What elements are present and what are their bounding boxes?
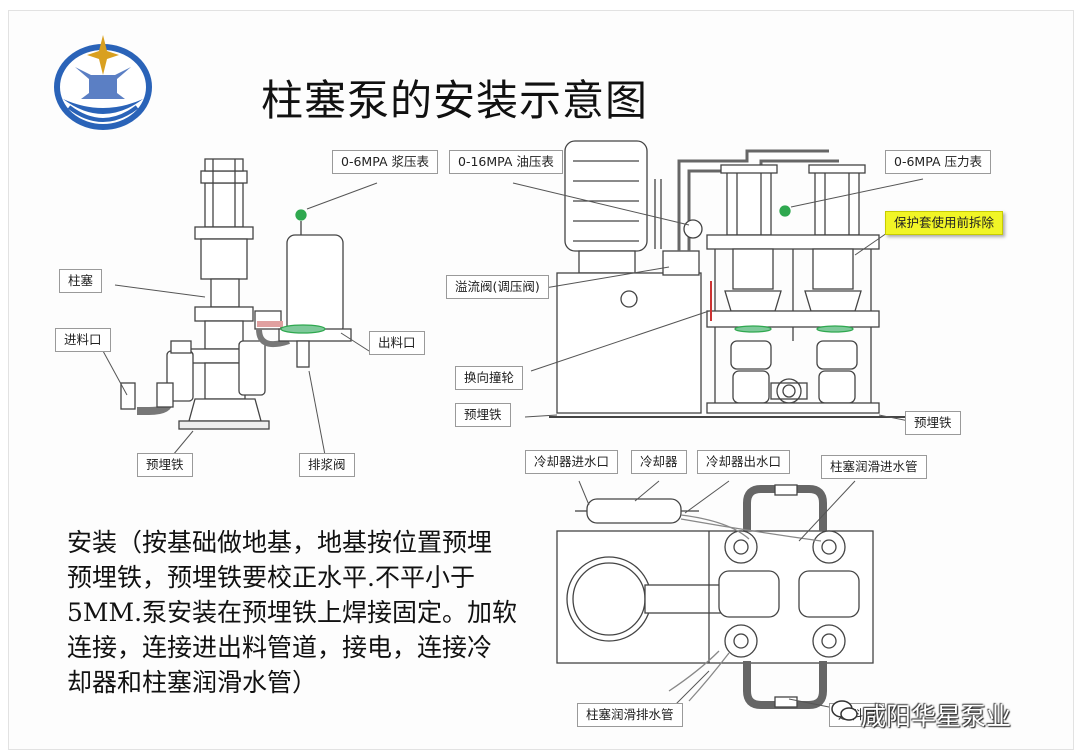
company-logo: [54, 35, 152, 130]
label-cooler-outlet: 冷却器出水口: [697, 450, 791, 474]
label-lube-outlet: 柱塞润滑排水管: [577, 703, 683, 727]
label-reversing-wheel: 换向撞轮: [455, 366, 524, 390]
label-cooler-inlet: 冷却器进水口: [525, 450, 619, 474]
label-lube-inlet: 柱塞润滑进水管: [821, 455, 927, 479]
description-line: 预埋铁，预埋铁要校正水平.不平小于: [67, 563, 475, 592]
label-outlet: 出料口: [369, 331, 425, 355]
right-pump-drawing: [549, 140, 909, 418]
description-line: 连接，连接进出料管道，接电，连接冷: [67, 633, 493, 662]
top-view-drawing: [556, 484, 874, 709]
installation-diagram: [102, 140, 924, 712]
label-drain-valve: 排浆阀: [299, 453, 355, 477]
label-inlet: 进料口: [55, 328, 111, 352]
label-protective-cover: 保护套使用前拆除: [885, 211, 1004, 235]
label-relief-valve: 溢流阀(调压阀): [446, 275, 549, 299]
label-cooler: 冷却器: [631, 450, 687, 474]
wechat-icon: [831, 700, 858, 721]
watermark-text: 咸阳华星泵业: [861, 702, 1012, 731]
left-pump-drawing: [120, 158, 352, 430]
installation-description: 安装（按基础做地基，地基按位置预埋 预埋铁，预埋铁要校正水平.不平小于 5MM.…: [67, 525, 537, 700]
label-embedded-iron-left-pump: 预埋铁: [137, 453, 193, 477]
label-pressure-gauge: 0-6MPA 压力表: [885, 150, 991, 174]
label-oil-gauge: 0-16MPA 油压表: [449, 150, 563, 174]
slide-title: 柱塞泵的安装示意图: [261, 76, 649, 125]
slide: 柱塞泵的安装示意图: [8, 10, 1074, 750]
label-plunger: 柱塞: [59, 269, 103, 293]
label-slurry-gauge: 0-6MPA 浆压表: [332, 150, 438, 174]
description-line: 安装（按基础做地基，地基按位置预埋: [67, 528, 493, 557]
description-line: 5MM.泵安装在预埋铁上焊接固定。加软: [67, 598, 518, 627]
label-embedded-iron-unit-left: 预埋铁: [455, 403, 511, 427]
description-line: 却器和柱塞润滑水管）: [67, 668, 318, 697]
label-embedded-iron-unit-right: 预埋铁: [905, 411, 961, 435]
